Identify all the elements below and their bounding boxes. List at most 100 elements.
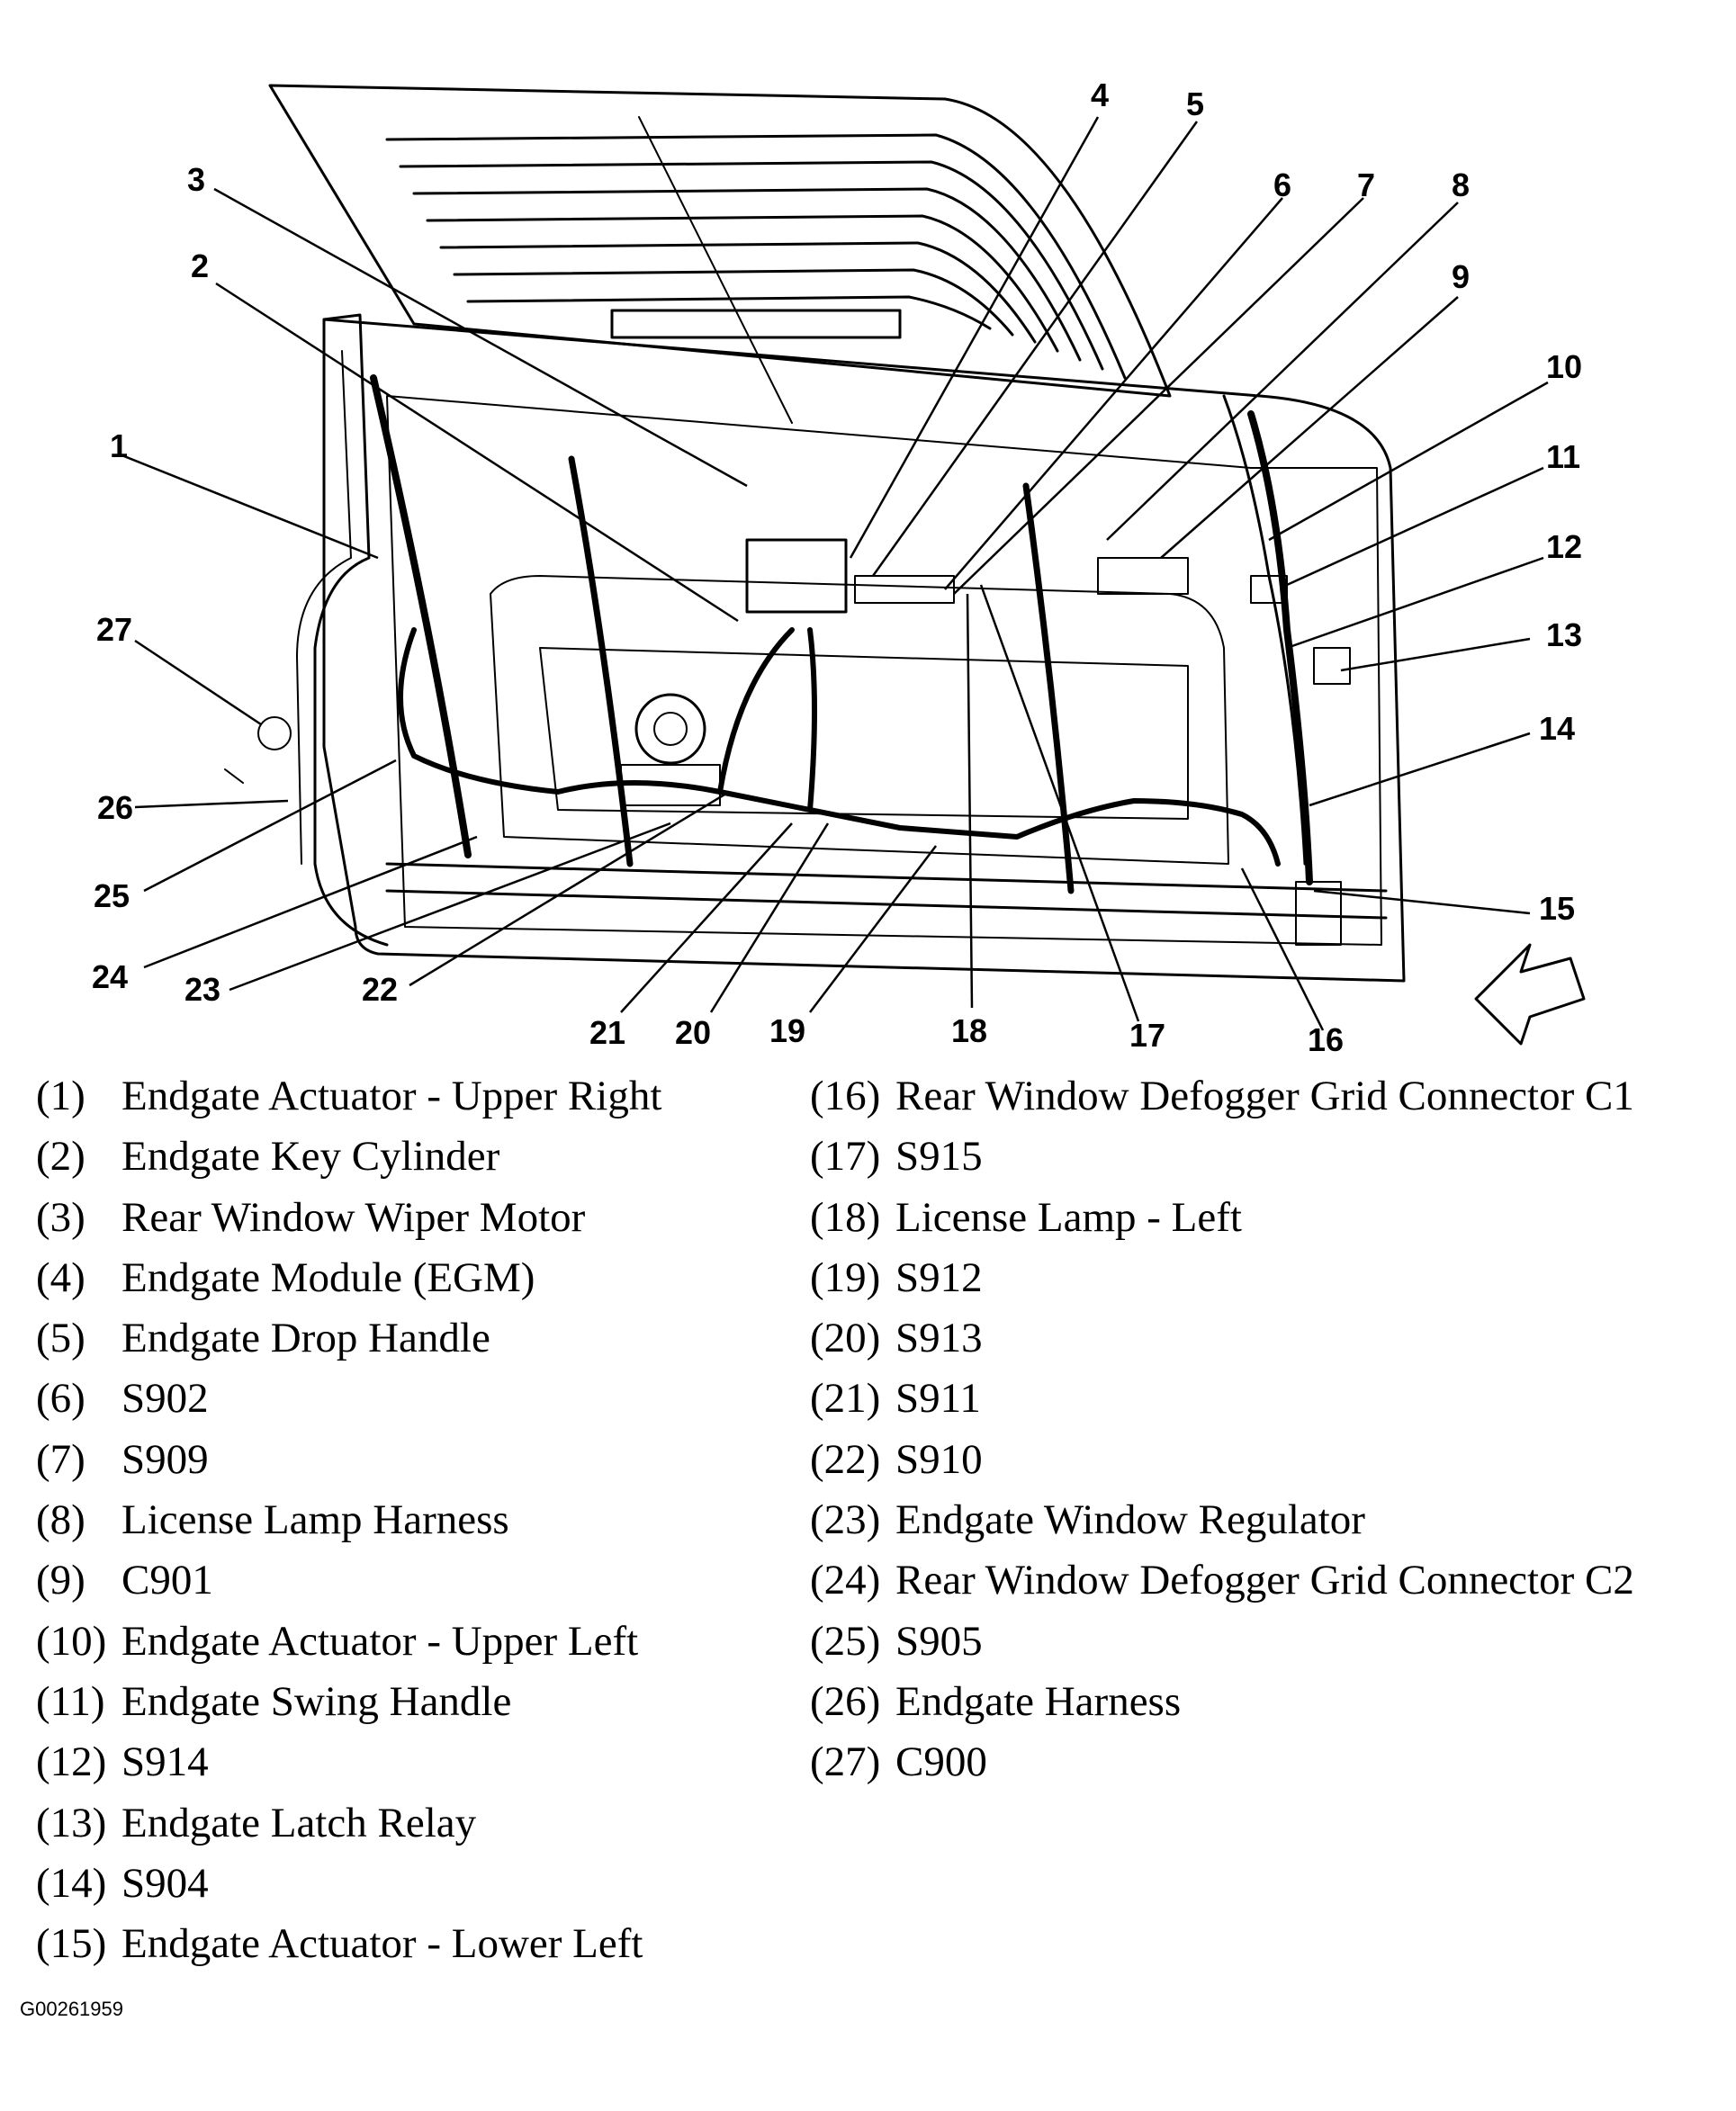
callout-17: 17 [1129, 1017, 1165, 1054]
legend-item: (4) Endgate Module (EGM) [36, 1248, 661, 1308]
callout-10: 10 [1546, 348, 1582, 385]
legend-item: (3)Rear Window Wiper Motor [36, 1188, 661, 1248]
legend-label: S912 [895, 1253, 983, 1301]
legend-item: (13) Endgate Latch Relay [36, 1793, 661, 1854]
legend-label: Rear Window Defogger Grid Connector C1 [895, 1073, 1634, 1119]
legend-label: S904 [121, 1859, 209, 1907]
legend-number: (16) [810, 1073, 881, 1119]
callout-9: 9 [1452, 258, 1470, 295]
callout-16: 16 [1308, 1021, 1344, 1058]
legend-number: (4) [36, 1253, 85, 1301]
legend-item: (27)C900 [810, 1732, 1634, 1792]
legend-item: (2) Endgate Key Cylinder [36, 1127, 661, 1187]
legend-label: Endgate Actuator - Lower Left [121, 1920, 643, 1968]
legend-number: (20) [810, 1315, 881, 1362]
callout-3: 3 [187, 161, 205, 198]
legend-label: S915 [895, 1133, 983, 1181]
legend-label: License Lamp Harness [121, 1496, 509, 1544]
endgate-panel [322, 318, 1406, 983]
callout-26: 26 [97, 789, 133, 826]
direction-arrow-icon [1474, 943, 1586, 1046]
legend-item: (10)Endgate Actuator - Upper Left [36, 1612, 661, 1672]
legend-number: (26) [810, 1677, 881, 1725]
rear-window-glass [268, 84, 1172, 424]
callout-25: 25 [94, 877, 130, 914]
legend-item: (23) Endgate Window Regulator [810, 1490, 1634, 1550]
callout-8: 8 [1452, 166, 1470, 203]
callout-6: 6 [1273, 166, 1291, 203]
legend-label: S914 [121, 1738, 209, 1786]
legend-label: S910 [895, 1435, 983, 1483]
callout-11: 11 [1546, 438, 1580, 475]
legend-number: (5) [36, 1315, 85, 1362]
legend-item: (5)Endgate Drop Handle [36, 1308, 661, 1369]
legend-item: (25)S905 [810, 1612, 1634, 1672]
main-harness [398, 627, 1281, 867]
legend-label: Endgate Window Regulator [895, 1496, 1365, 1544]
callout-19: 19 [769, 1012, 805, 1049]
callout-18: 18 [951, 1012, 987, 1049]
legend-label: S911 [895, 1375, 981, 1423]
legend-right-column: (16) Rear Window Defogger Grid Connector … [810, 1066, 1634, 1793]
legend-number: (7) [36, 1435, 85, 1483]
callout-22: 22 [362, 971, 398, 1008]
legend-number: (15) [36, 1920, 107, 1968]
callout-21: 21 [589, 1014, 625, 1051]
legend-label: Endgate Harness [895, 1677, 1182, 1725]
legend-number: (25) [810, 1617, 881, 1665]
legend-item: (26) Endgate Harness [810, 1672, 1634, 1732]
legend-number: (14) [36, 1859, 107, 1907]
callout-1: 1 [110, 427, 128, 464]
legend-number: (18) [810, 1193, 881, 1241]
legend-number: (24) [810, 1557, 881, 1604]
legend-label: S902 [121, 1375, 209, 1423]
legend-number: (23) [810, 1496, 881, 1544]
legend-label: Endgate Latch Relay [121, 1799, 477, 1846]
legend-label: S913 [895, 1315, 983, 1362]
legend-item: (16) Rear Window Defogger Grid Connector … [810, 1066, 1634, 1127]
endgate-module-body [745, 538, 955, 614]
legend-item: (17)S915 [810, 1127, 1634, 1187]
callout-2: 2 [191, 247, 209, 284]
c900-connector-body [224, 716, 292, 784]
legend-number: (8) [36, 1496, 85, 1544]
legend-item: (1)Endgate Actuator - Upper Right [36, 1066, 661, 1127]
legend-number: (21) [810, 1375, 881, 1423]
legend-number: (2) [36, 1133, 85, 1181]
legend-number: (22) [810, 1435, 881, 1483]
legend-item: (11)Endgate Swing Handle [36, 1672, 661, 1732]
legend-label: License Lamp - Left [895, 1193, 1242, 1241]
callout-15: 15 [1539, 890, 1575, 927]
legend-number: (10) [36, 1617, 107, 1665]
legend-item: (15) Endgate Actuator - Lower Left [36, 1914, 661, 1974]
callout-24: 24 [92, 958, 128, 995]
legend-label: Rear Window Wiper Motor [121, 1193, 586, 1241]
legend-number: (11) [36, 1677, 105, 1725]
legend-item: (19) S912 [810, 1248, 1634, 1308]
legend-number: (19) [810, 1253, 881, 1301]
legend-item: (24) Rear Window Defogger Grid Connector … [810, 1550, 1634, 1611]
legend-item: (18) License Lamp - Left [810, 1188, 1634, 1248]
legend-number: (27) [810, 1738, 881, 1786]
legend-item: (6) S902 [36, 1369, 661, 1429]
leader-lines [119, 116, 1549, 1031]
legend-label: Endgate Module (EGM) [121, 1253, 535, 1301]
legend-number: (6) [36, 1375, 85, 1423]
legend-label: Rear Window Defogger Grid Connector C2 [895, 1557, 1634, 1604]
legend-item: (20) S913 [810, 1308, 1634, 1369]
legend-number: (13) [36, 1799, 107, 1846]
legend-number: (9) [36, 1557, 85, 1604]
legend-label: Endgate Actuator - Upper Right [121, 1073, 662, 1119]
legend-label: Endgate Key Cylinder [121, 1133, 500, 1181]
legend-item: (9) C901 [36, 1550, 661, 1611]
legend-left-column: (1)Endgate Actuator - Upper Right (2) End… [36, 1066, 661, 1974]
callout-27: 27 [96, 611, 132, 648]
callout-7: 7 [1357, 166, 1375, 203]
callout-4: 4 [1091, 76, 1109, 113]
callout-5: 5 [1186, 85, 1204, 122]
callout-12: 12 [1546, 528, 1582, 565]
legend-item: (22) S910 [810, 1430, 1634, 1490]
window-regulator-rails [568, 455, 1075, 894]
legend-label: C901 [121, 1557, 213, 1604]
right-pillar [1222, 394, 1313, 885]
